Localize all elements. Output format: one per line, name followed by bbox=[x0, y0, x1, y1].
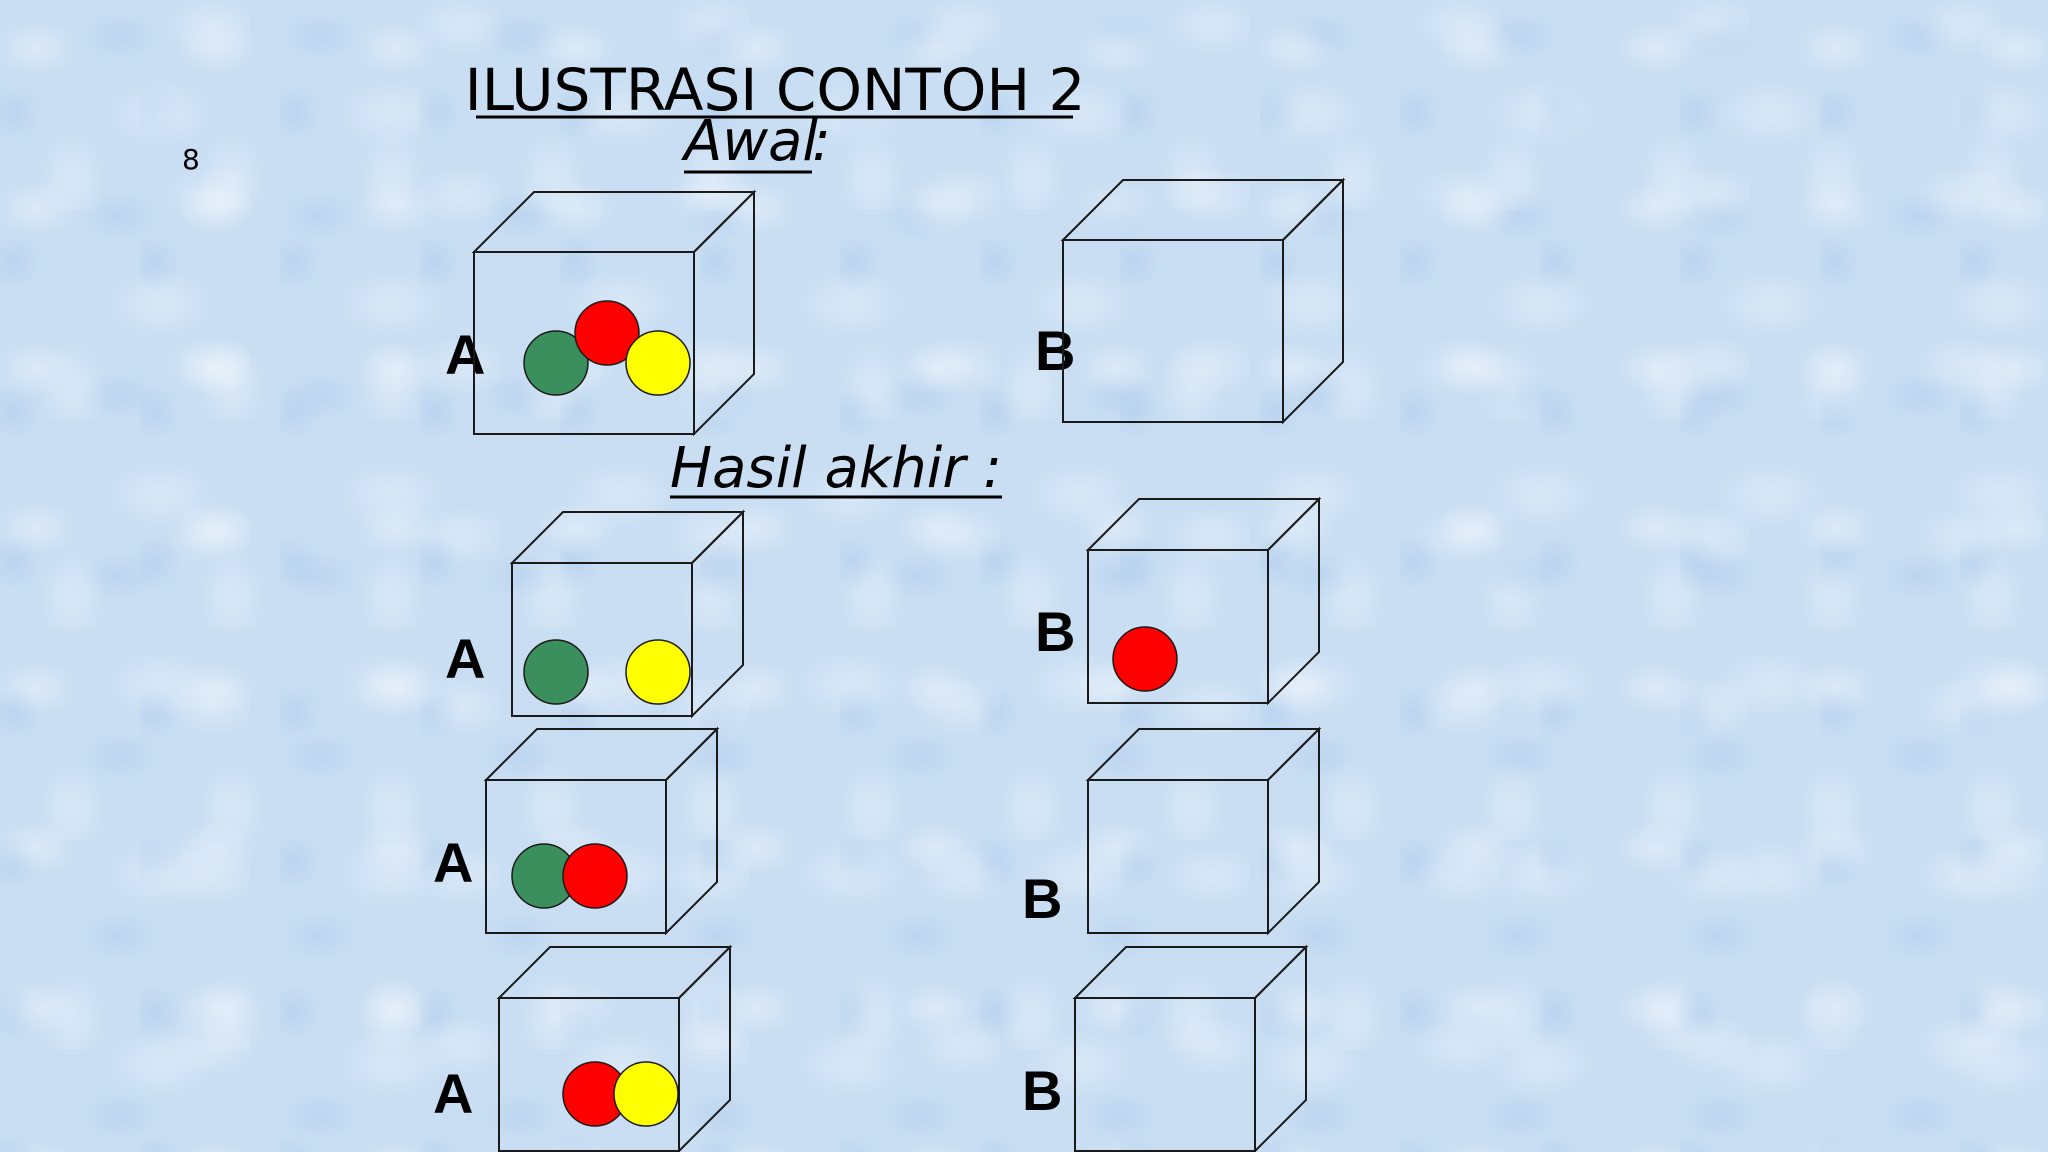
box-label-b: B bbox=[1022, 867, 1062, 930]
green-ball bbox=[523, 330, 589, 396]
box-side-face bbox=[1282, 177, 1344, 425]
box-label-a: A bbox=[445, 323, 485, 386]
box-front-face bbox=[498, 997, 680, 1152]
box-top-face bbox=[1085, 498, 1322, 551]
box-front-face bbox=[1087, 779, 1269, 934]
box-side-face bbox=[678, 944, 731, 1152]
box-b-1: B bbox=[1035, 177, 1346, 425]
box-label-a: A bbox=[445, 627, 485, 690]
box-top-face bbox=[483, 728, 720, 781]
box-front-face bbox=[485, 779, 667, 934]
box-front-face bbox=[1074, 997, 1256, 1152]
box-label-b: B bbox=[1022, 1059, 1062, 1122]
initial-heading: Awal bbox=[681, 109, 818, 174]
box-side-face bbox=[1267, 726, 1320, 936]
box-side-face bbox=[691, 509, 744, 719]
red-ball bbox=[1112, 626, 1178, 692]
box-b-5: B bbox=[1022, 726, 1322, 936]
box-diagrams: A B A B A B A B bbox=[433, 177, 1346, 1152]
box-top-face bbox=[1072, 946, 1309, 999]
page-number: 8 bbox=[182, 143, 200, 176]
box-front-face bbox=[1062, 239, 1284, 423]
slide-title: ILUSTRASI CONTOH 2 bbox=[465, 56, 1086, 124]
box-top-face bbox=[509, 511, 746, 564]
box-b-7: B bbox=[1022, 944, 1309, 1152]
box-b-3: B bbox=[1035, 496, 1322, 706]
box-label-a: A bbox=[433, 831, 473, 894]
box-label-a: A bbox=[433, 1062, 473, 1125]
box-side-face bbox=[693, 189, 755, 437]
yellow-ball bbox=[613, 1061, 679, 1127]
box-top-face bbox=[1060, 179, 1346, 241]
yellow-ball bbox=[625, 639, 691, 705]
box-side-face bbox=[1267, 496, 1320, 706]
box-a-0: A bbox=[445, 189, 757, 437]
box-top-face bbox=[496, 946, 733, 999]
box-top-face bbox=[471, 191, 757, 253]
initial-heading-colon: : bbox=[812, 109, 831, 174]
red-ball bbox=[562, 843, 628, 909]
box-a-4: A bbox=[433, 726, 720, 936]
yellow-ball bbox=[625, 330, 691, 396]
box-side-face bbox=[1254, 944, 1307, 1152]
box-front-face bbox=[1087, 549, 1269, 704]
box-label-b: B bbox=[1035, 600, 1075, 663]
box-a-2: A bbox=[445, 509, 746, 719]
box-front-face bbox=[511, 562, 693, 717]
box-side-face bbox=[665, 726, 718, 936]
box-top-face bbox=[1085, 728, 1322, 781]
result-heading: Hasil akhir : bbox=[670, 436, 1002, 501]
green-ball bbox=[523, 639, 589, 705]
red-ball bbox=[574, 300, 640, 366]
box-a-6: A bbox=[433, 944, 733, 1152]
box-front-face bbox=[473, 251, 695, 435]
box-label-b: B bbox=[1035, 319, 1075, 382]
